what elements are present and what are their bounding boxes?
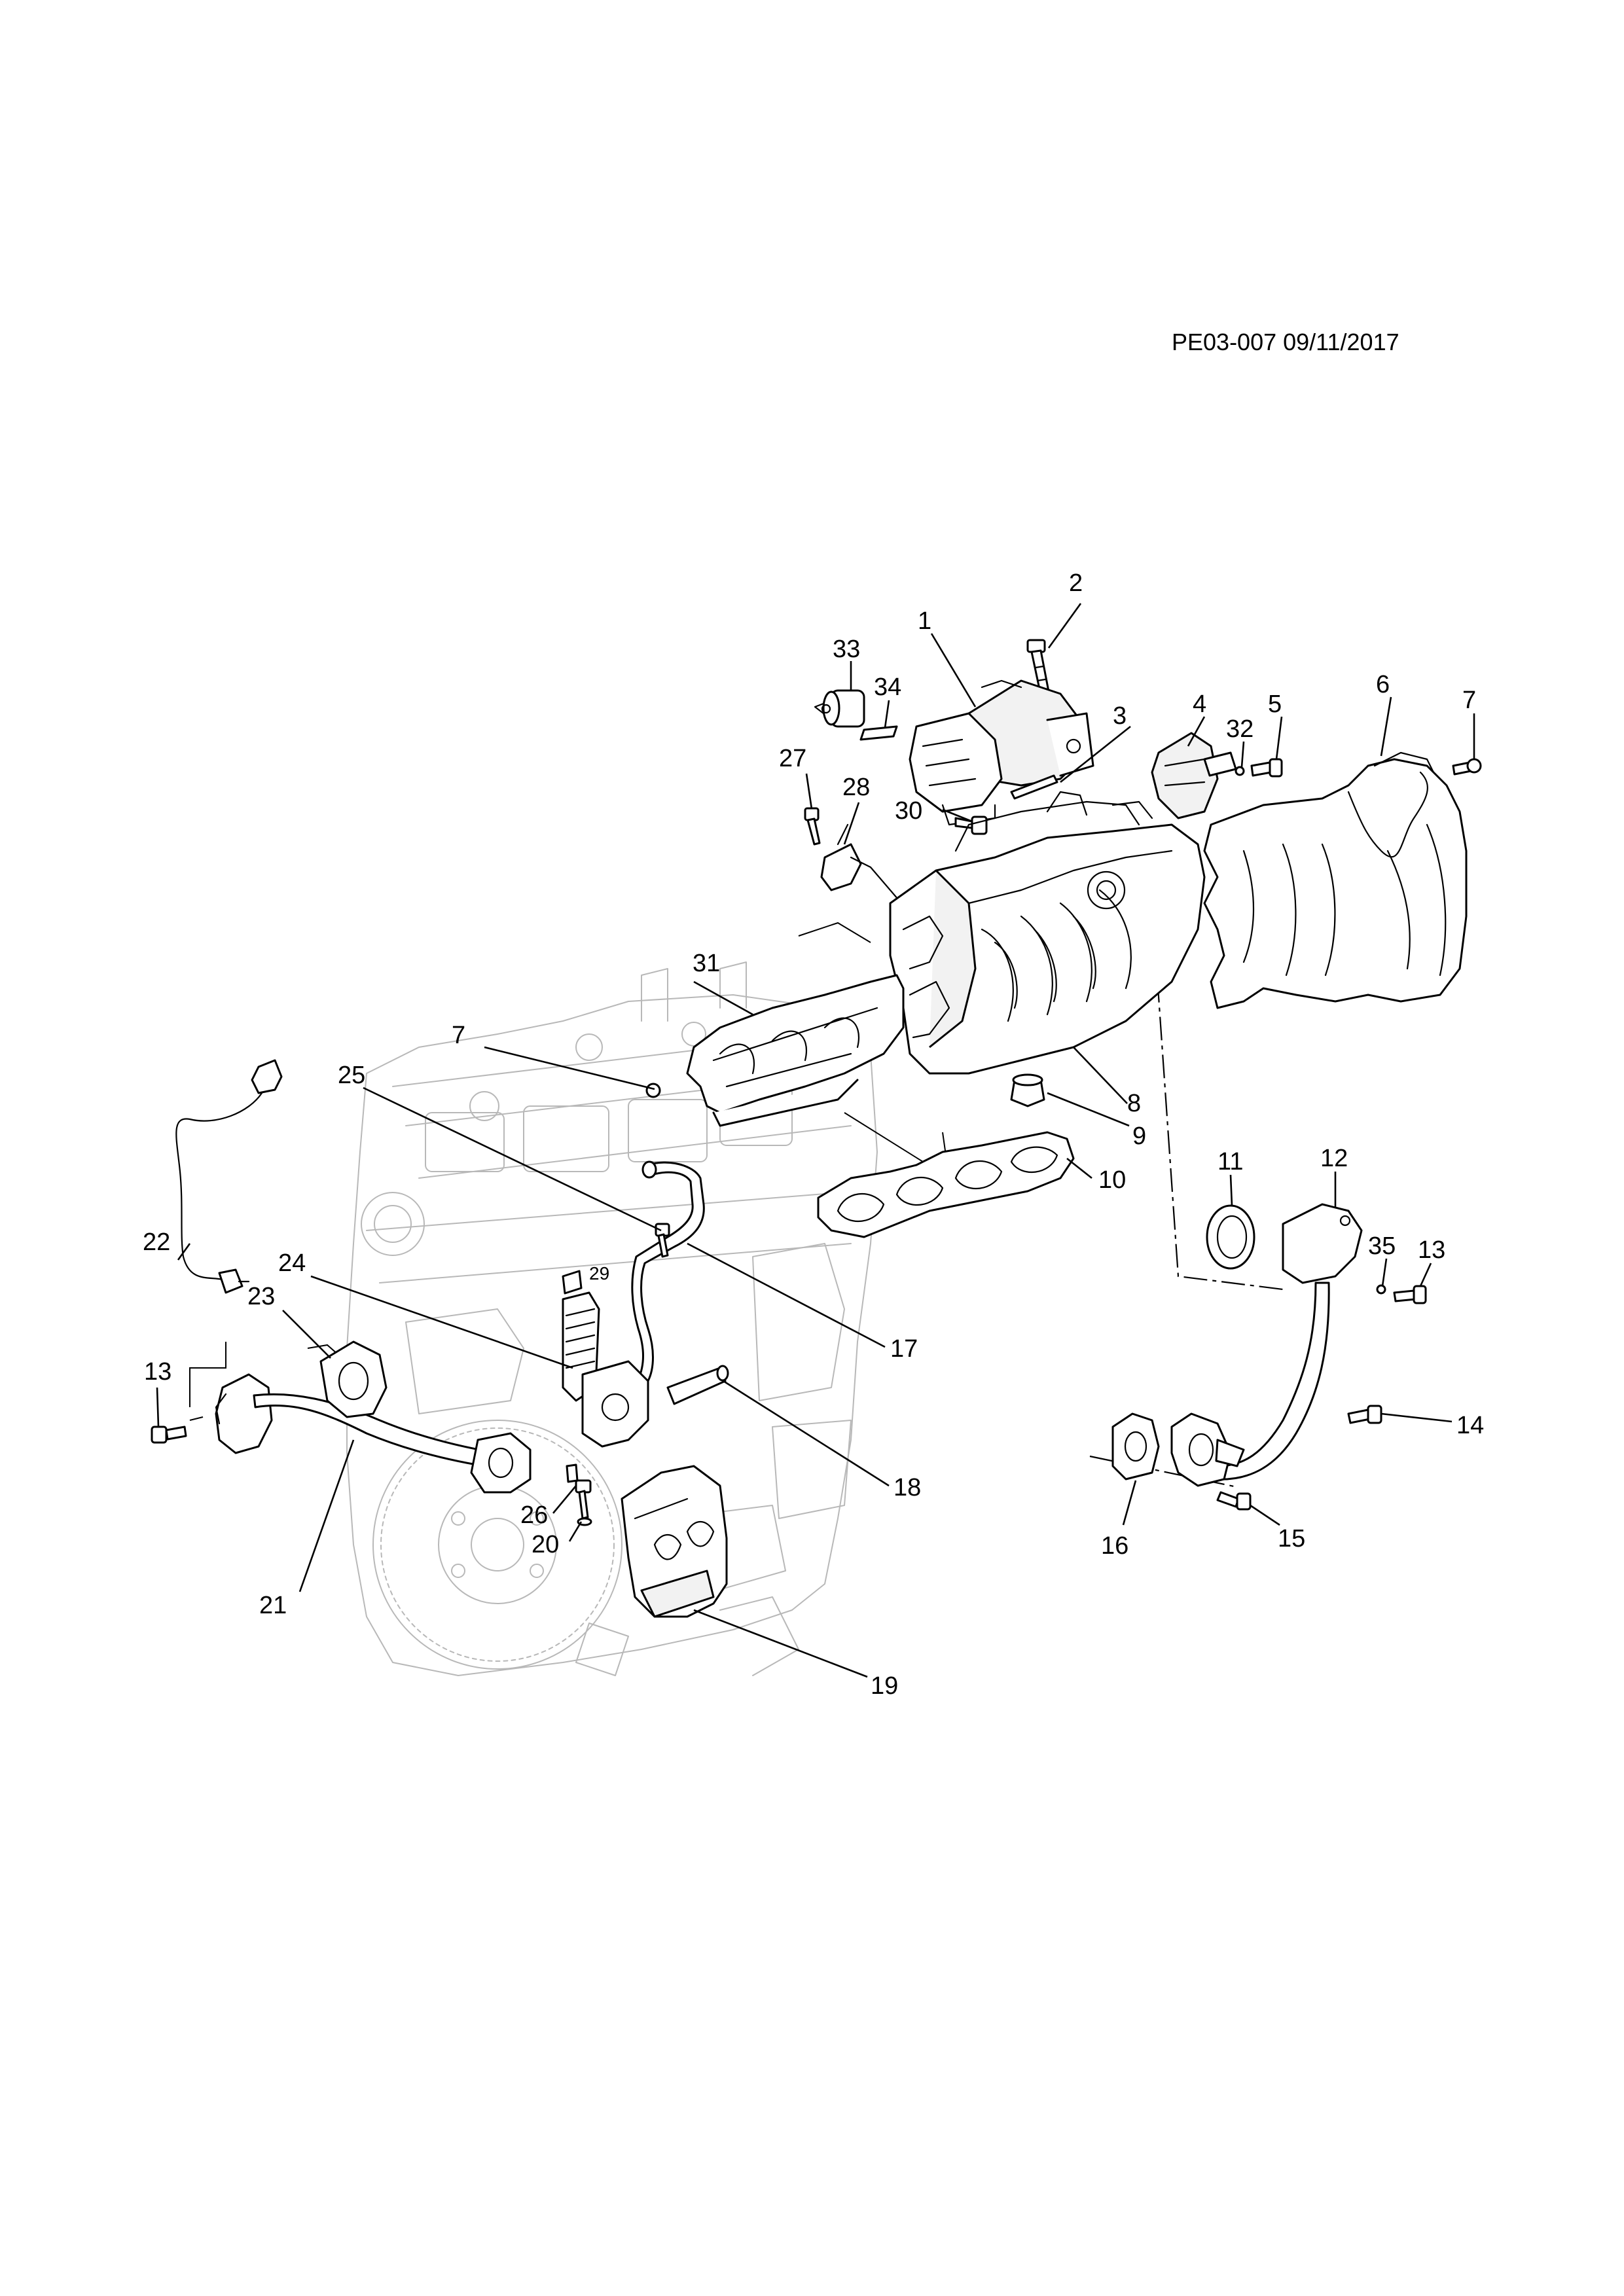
callout-21: 21 — [259, 1592, 287, 1619]
callout-16: 16 — [1101, 1532, 1128, 1560]
part-32-washer — [1235, 766, 1245, 776]
part-11-seal-ring — [1206, 1204, 1255, 1270]
callout-23: 23 — [247, 1283, 275, 1310]
part-10-manifold-gasket — [817, 1131, 1075, 1238]
part-1-egr-valve — [909, 679, 1094, 826]
callout-32: 32 — [1226, 715, 1254, 743]
leader-lines — [156, 603, 1475, 1678]
callout-27: 27 — [779, 745, 806, 772]
callout-18: 18 — [893, 1474, 921, 1501]
part-9-plug — [1010, 1073, 1045, 1107]
callout-13-right: 13 — [1418, 1236, 1445, 1264]
part-16-flange-gasket — [1111, 1412, 1160, 1480]
callout-11: 11 — [1218, 1148, 1243, 1175]
part-25-bolt — [655, 1223, 670, 1258]
part-26-bolt — [566, 1463, 579, 1483]
callout-35: 35 — [1368, 1232, 1396, 1260]
part-7-bolt-left — [645, 1083, 661, 1098]
part-34-clip — [859, 725, 898, 741]
callout-3: 3 — [1113, 702, 1127, 730]
part-14-bolt — [1347, 1405, 1382, 1424]
part-13-bolt-left — [151, 1426, 187, 1444]
callout-9: 9 — [1132, 1122, 1146, 1150]
callout-34: 34 — [874, 673, 901, 701]
part-13-bolt-right — [1393, 1285, 1427, 1304]
callout-26: 26 — [520, 1501, 548, 1529]
callout-4: 4 — [1193, 691, 1206, 718]
part-12-egr-pipe — [1216, 1203, 1363, 1480]
callout-30: 30 — [895, 797, 922, 825]
callout-6: 6 — [1376, 671, 1390, 698]
part-4-bracket — [1151, 732, 1237, 819]
callout-13-left: 13 — [144, 1358, 171, 1386]
egr-pipe-lower-flange — [1170, 1412, 1245, 1487]
callout-15: 15 — [1278, 1525, 1305, 1552]
callout-19: 19 — [871, 1672, 898, 1700]
callout-17: 17 — [890, 1335, 918, 1363]
callout-14: 14 — [1456, 1412, 1484, 1439]
part-33-sensor — [814, 689, 865, 728]
callout-31: 31 — [693, 950, 720, 977]
document-reference: PE03-007 09/11/2017 — [1172, 329, 1399, 355]
callout-7-left: 7 — [452, 1022, 465, 1049]
part-3-gasket — [1010, 774, 1058, 800]
callout-5: 5 — [1268, 691, 1282, 718]
callout-12: 12 — [1320, 1145, 1348, 1172]
callout-24: 24 — [278, 1249, 306, 1277]
part-8-exhaust-manifold — [889, 791, 1206, 1075]
callout-labels: 2 1 3 4 5 6 7 7 8 9 10 11 12 13 13 14 15… — [143, 569, 1484, 1700]
part-23-gasket — [319, 1340, 388, 1418]
part-31-heat-shield — [686, 974, 905, 1127]
part-5-bolt — [1250, 758, 1283, 778]
part-21-egr-pipe — [215, 1373, 532, 1494]
callout-20: 20 — [532, 1531, 559, 1558]
callout-2: 2 — [1069, 569, 1083, 597]
part-22-temperature-sensor — [175, 1059, 283, 1294]
part-17-coolant-pipe — [631, 1160, 705, 1382]
callout-28: 28 — [842, 774, 870, 801]
callout-7-right: 7 — [1462, 687, 1476, 714]
callout-25: 25 — [338, 1062, 365, 1089]
callout-8: 8 — [1127, 1090, 1141, 1117]
part-35-washer — [1376, 1284, 1386, 1295]
callout-1: 1 — [918, 607, 931, 635]
callout-33: 33 — [833, 636, 860, 663]
part-20-bolt — [575, 1479, 592, 1526]
part-19-heat-shield — [621, 1465, 728, 1618]
callout-29: 29 — [589, 1263, 609, 1283]
callout-10: 10 — [1098, 1166, 1126, 1194]
part-30-bolt — [954, 816, 988, 835]
part-18-hose-stub — [666, 1365, 729, 1405]
part-24-water-outlet — [562, 1291, 649, 1448]
part-15-bolt — [1216, 1491, 1252, 1511]
part-7-bolt-right — [1452, 758, 1482, 776]
part-6-heat-shield — [1203, 751, 1468, 1009]
part-27-bolt — [804, 807, 821, 846]
callout-22: 22 — [143, 1229, 170, 1256]
part-29-clip — [562, 1270, 583, 1295]
